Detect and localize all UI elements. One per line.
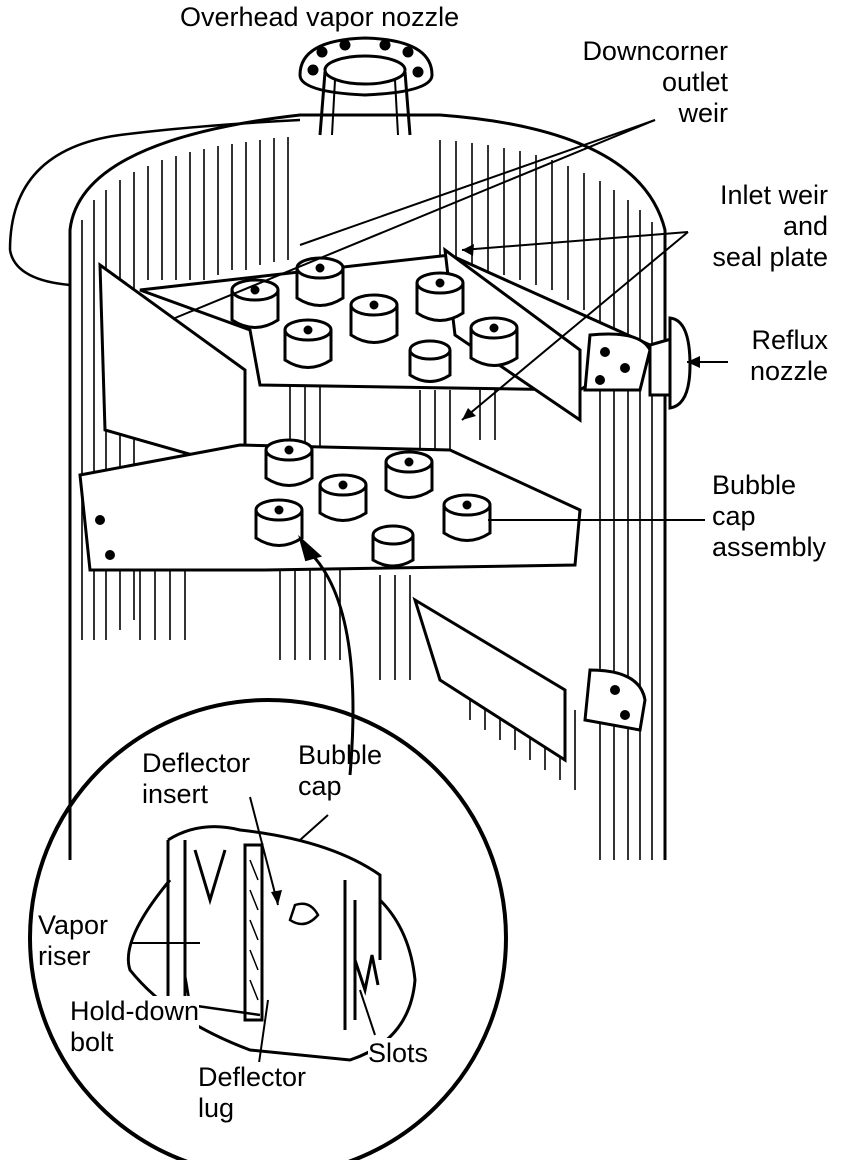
label-line: seal plate xyxy=(712,242,828,272)
label-line: outlet xyxy=(661,67,728,97)
label-reflux-nozzle: Reflux nozzle xyxy=(700,325,828,387)
leader-arrowheads xyxy=(271,244,700,905)
upper-bubble-caps xyxy=(230,256,519,383)
leader-lines xyxy=(174,119,728,1071)
label-hold-down-bolt: Hold-down bolt xyxy=(70,996,200,1058)
label-slots: Slots xyxy=(368,1038,429,1069)
label-line: cap xyxy=(712,501,756,531)
column-shell xyxy=(8,113,667,860)
label-line: Downcorner xyxy=(582,36,728,66)
label-bubble-cap: Bubble cap xyxy=(298,740,382,802)
label-line: riser xyxy=(38,941,91,971)
label-line: Deflector xyxy=(198,1062,307,1092)
label-line: and xyxy=(782,211,828,241)
label-line: Inlet weir xyxy=(719,180,828,210)
label-line: insert xyxy=(142,779,209,809)
label-overhead-vapor-nozzle: Overhead vapor nozzle xyxy=(180,2,460,32)
label-vapor-riser: Vapor riser xyxy=(38,910,109,972)
detail-view xyxy=(28,534,508,1165)
overhead-vapor-nozzle xyxy=(298,36,434,136)
label-line: assembly xyxy=(712,532,827,562)
label-line: Vapor xyxy=(38,910,109,940)
lower-bubble-caps xyxy=(254,438,492,568)
label-bubble-cap-assembly: Bubble cap assembly xyxy=(712,470,826,563)
label-line: bolt xyxy=(70,1027,114,1057)
label-line: Reflux xyxy=(751,325,828,355)
label-line: Bubble xyxy=(712,470,797,500)
label-downcorner-outlet-weir: Downcorner outlet weir xyxy=(520,36,728,129)
label-line: Hold-down xyxy=(70,996,200,1026)
label-line: lug xyxy=(198,1093,235,1123)
label-inlet-weir-seal-plate: Inlet weir and seal plate xyxy=(650,180,828,273)
shell-hatching xyxy=(81,137,653,860)
label-line: Deflector xyxy=(142,748,251,778)
label-line: weir xyxy=(678,98,728,128)
reflux-nozzle xyxy=(648,316,692,410)
label-line: Bubble xyxy=(298,740,383,770)
label-line: nozzle xyxy=(749,356,828,386)
label-deflector-insert: Deflector insert xyxy=(142,748,250,810)
label-line: cap xyxy=(298,771,342,801)
label-deflector-lug: Deflector lug xyxy=(198,1062,307,1124)
